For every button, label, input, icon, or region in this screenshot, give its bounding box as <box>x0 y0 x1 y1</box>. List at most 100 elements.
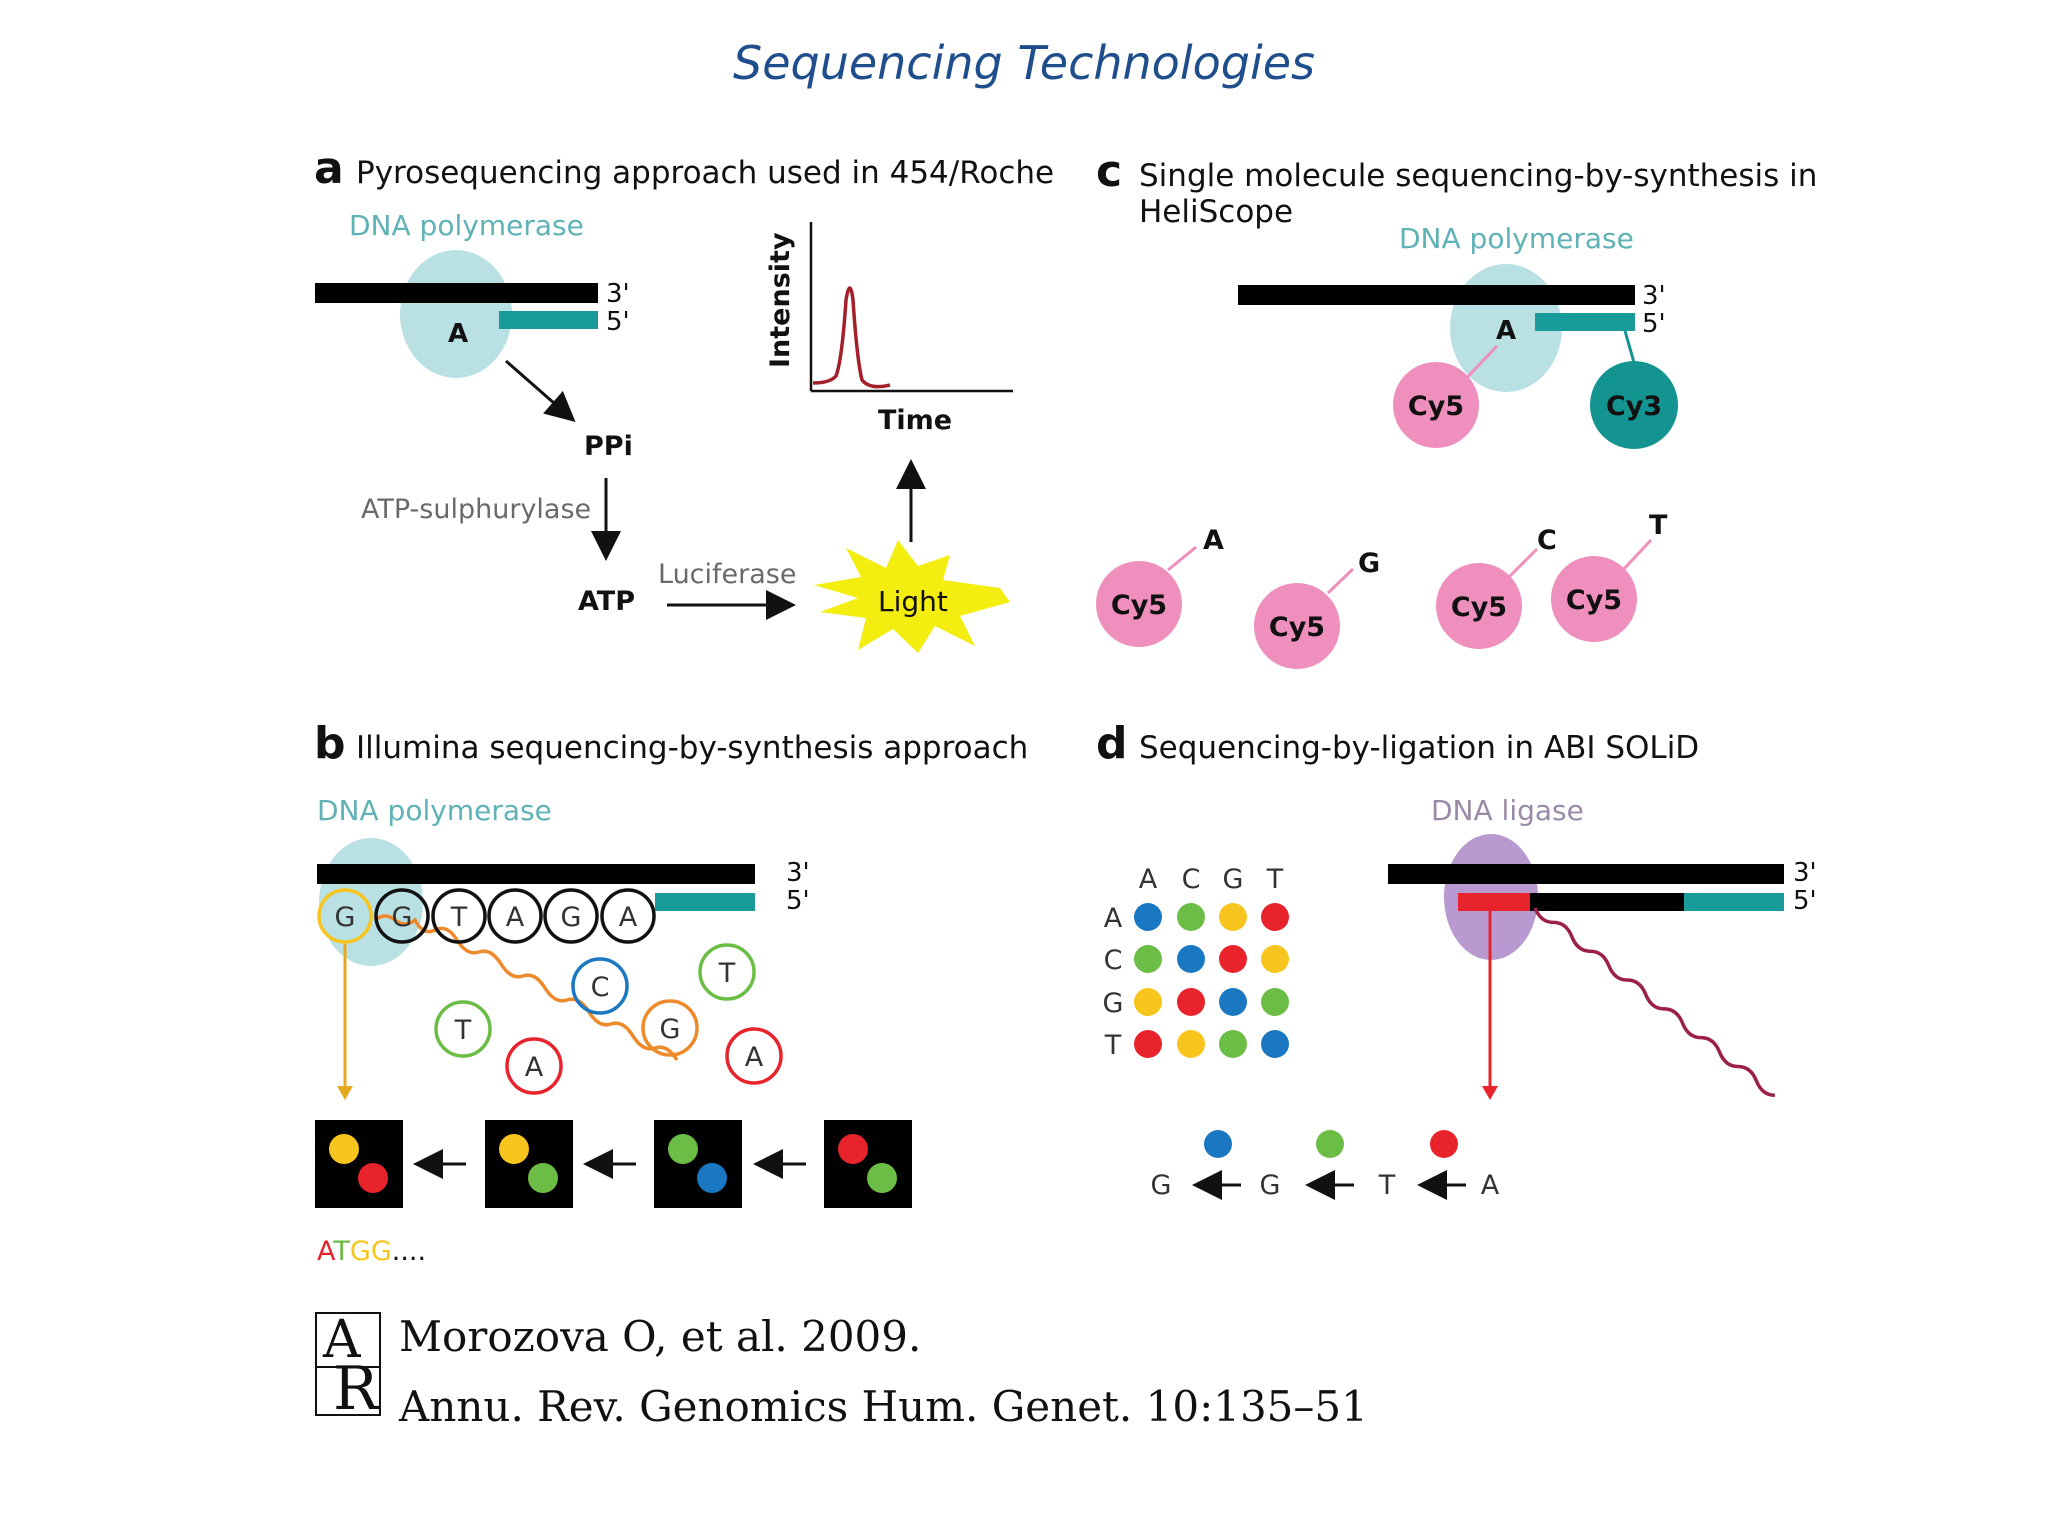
panel-d-row-g: G <box>1103 988 1124 1019</box>
panel-d-dot-a-c <box>1177 903 1205 931</box>
panel-c-heading-line2: HeliScope <box>1139 194 1293 230</box>
panel-d-readout-arrowhead <box>1482 1086 1498 1100</box>
panel-b-heading: Illumina sequencing-by-synthesis approac… <box>356 730 1028 766</box>
panel-b-free-a2-letter: A <box>745 1042 764 1073</box>
panel-c-free-g-letter: G <box>1358 548 1380 579</box>
panel-c-end5: 5' <box>1642 309 1666 339</box>
panel-b-cycle-1-cluster-yellow <box>329 1134 359 1164</box>
panel-b-free-t1-letter: T <box>718 958 736 989</box>
panel-d-dot-a-g <box>1219 903 1247 931</box>
panel-a-polymerase <box>400 250 512 378</box>
panel-c-free-nucleotide-a: Cy5 A <box>1096 525 1224 647</box>
panel-a: a Pyrosequencing approach used in 454/Ro… <box>314 143 1054 653</box>
panel-c-free-c-linker <box>1506 547 1539 580</box>
panel-c-end3: 3' <box>1642 281 1666 311</box>
panel-c-free-a-linker <box>1167 545 1197 572</box>
panel-d-dot-t-t <box>1261 1030 1289 1058</box>
panel-d-dot-t-g <box>1219 1030 1247 1058</box>
panel-d-row-a: A <box>1104 903 1123 934</box>
panel-c-free-c-dye <box>1436 563 1522 649</box>
panel-d-dot-c-t <box>1261 945 1289 973</box>
panel-d-col-t: T <box>1266 864 1284 895</box>
panel-b-cycle-3-cluster-blue <box>697 1163 727 1193</box>
panel-a-template-strand <box>315 283 598 303</box>
panel-b-image-cycle-4 <box>824 1120 912 1208</box>
panel-b-imaging-arrowhead <box>337 1086 353 1100</box>
panel-b-end3: 3' <box>786 858 810 888</box>
panel-a-y-axis-label: Intensity <box>765 232 796 368</box>
panel-d-letter: d <box>1096 718 1128 769</box>
panel-c-free-t-letter: T <box>1649 510 1668 541</box>
panel-a-letter: a <box>314 143 344 194</box>
panel-d-dot-g-g <box>1219 988 1247 1016</box>
panel-b-free-a1-letter: A <box>525 1052 544 1083</box>
panel-c-free-nucleotide-c: Cy5 C <box>1436 525 1557 649</box>
panel-b-free-c-letter: C <box>591 972 610 1003</box>
panel-d-ligated-probe <box>1529 893 1684 911</box>
panel-b-free-g <box>641 999 699 1057</box>
panel-a-arrow-to-ppi <box>505 359 576 422</box>
panel-d-decoded-base-4: A <box>1481 1170 1500 1201</box>
panel-b-free-a1 <box>505 1037 563 1095</box>
panel-b-incorporated-5-letter: G <box>561 902 582 933</box>
panel-a-end5: 5' <box>606 307 630 337</box>
panel-c-base: A <box>1496 316 1516 346</box>
panel-c-free-a-dye <box>1096 561 1182 647</box>
panel-d-col-g: G <box>1223 864 1244 895</box>
panel-d-dot-g-t <box>1261 988 1289 1016</box>
panel-c-free-t-dye-label: Cy5 <box>1566 585 1622 616</box>
panel-b-read-ellipsis: .... <box>392 1236 426 1267</box>
panel-c-letter: c <box>1096 146 1122 197</box>
panel-c-free-g-dye-label: Cy5 <box>1269 612 1325 643</box>
panel-d-cleaved-dye-tail <box>1533 907 1775 1098</box>
panel-c-free-nucleotide-g: Cy5 G <box>1254 548 1380 669</box>
panel-b-free-t1 <box>698 943 756 1001</box>
panel-c-free-g-linker <box>1326 567 1355 595</box>
panel-b-end5: 5' <box>786 886 810 916</box>
panel-b-image-cycle-1 <box>315 1120 403 1208</box>
panel-a-luciferase: Luciferase <box>658 559 796 590</box>
panel-c-free-a-dye-label: Cy5 <box>1111 590 1167 621</box>
panel-b: b Illumina sequencing-by-synthesis appro… <box>314 718 1028 1267</box>
panel-d-end3: 3' <box>1793 858 1817 888</box>
panel-d-dot-g-a <box>1134 988 1162 1016</box>
panel-b-incorporated-2-letter: G <box>392 902 413 933</box>
panel-c-template-strand <box>1238 285 1635 305</box>
panel-c-cy3-bound-label: Cy3 <box>1606 391 1662 422</box>
panel-c-free-c-letter: C <box>1537 525 1557 556</box>
panel-b-incorporated-4-letter: A <box>506 902 525 933</box>
panel-d-enzyme-label: DNA ligase <box>1431 794 1584 827</box>
panel-a-base: A <box>448 319 468 349</box>
panel-d-dot-c-a <box>1134 945 1162 973</box>
panel-d-primer-strand <box>1684 893 1784 911</box>
panel-b-image-cycle-2 <box>485 1120 573 1208</box>
panel-d-dot-a-a <box>1134 903 1162 931</box>
panel-a-x-axis-label: Time <box>878 405 952 436</box>
panel-d-decoded-sequence: G G T A <box>1151 1130 1500 1201</box>
panel-c-cy3-linker <box>1623 330 1637 367</box>
panel-b-cycle-3-cluster-green <box>668 1134 698 1164</box>
panel-b-letter: b <box>314 718 346 769</box>
panel-c-free-a-letter: A <box>1203 525 1224 556</box>
panel-b-free-g-letter: G <box>660 1014 681 1045</box>
panel-c-cy3-bound <box>1590 361 1678 449</box>
panel-c-heading-line1: Single molecule sequencing-by-synthesis … <box>1139 158 1817 194</box>
panel-b-incorporated-5 <box>543 888 599 944</box>
panel-a-light-burst <box>814 540 1010 653</box>
panel-b-image-cycles <box>315 1120 912 1208</box>
panel-d-col-c: C <box>1182 864 1201 895</box>
panel-c-free-t-linker <box>1621 538 1653 572</box>
panel-b-incorporated-nucleotides: G G T A G A <box>317 888 656 944</box>
panel-b-read-base-3: G <box>350 1236 371 1267</box>
panel-c-free-g-dye <box>1254 583 1340 669</box>
panel-b-read-sequence: ATGG.... <box>317 1236 426 1267</box>
panel-d-decoded-dot-blue <box>1204 1130 1232 1158</box>
panel-c-cy5-bound-label: Cy5 <box>1408 391 1464 422</box>
panel-b-free-c <box>571 957 629 1015</box>
annual-reviews-logo: A R <box>315 1310 381 1424</box>
panel-c-primer-strand <box>1535 313 1635 331</box>
panel-b-incorporated-2 <box>374 888 430 944</box>
panel-b-incorporated-3 <box>431 888 487 944</box>
citation-journal: Annu. Rev. Genomics Hum. Genet. 10:135–5… <box>399 1382 1368 1431</box>
